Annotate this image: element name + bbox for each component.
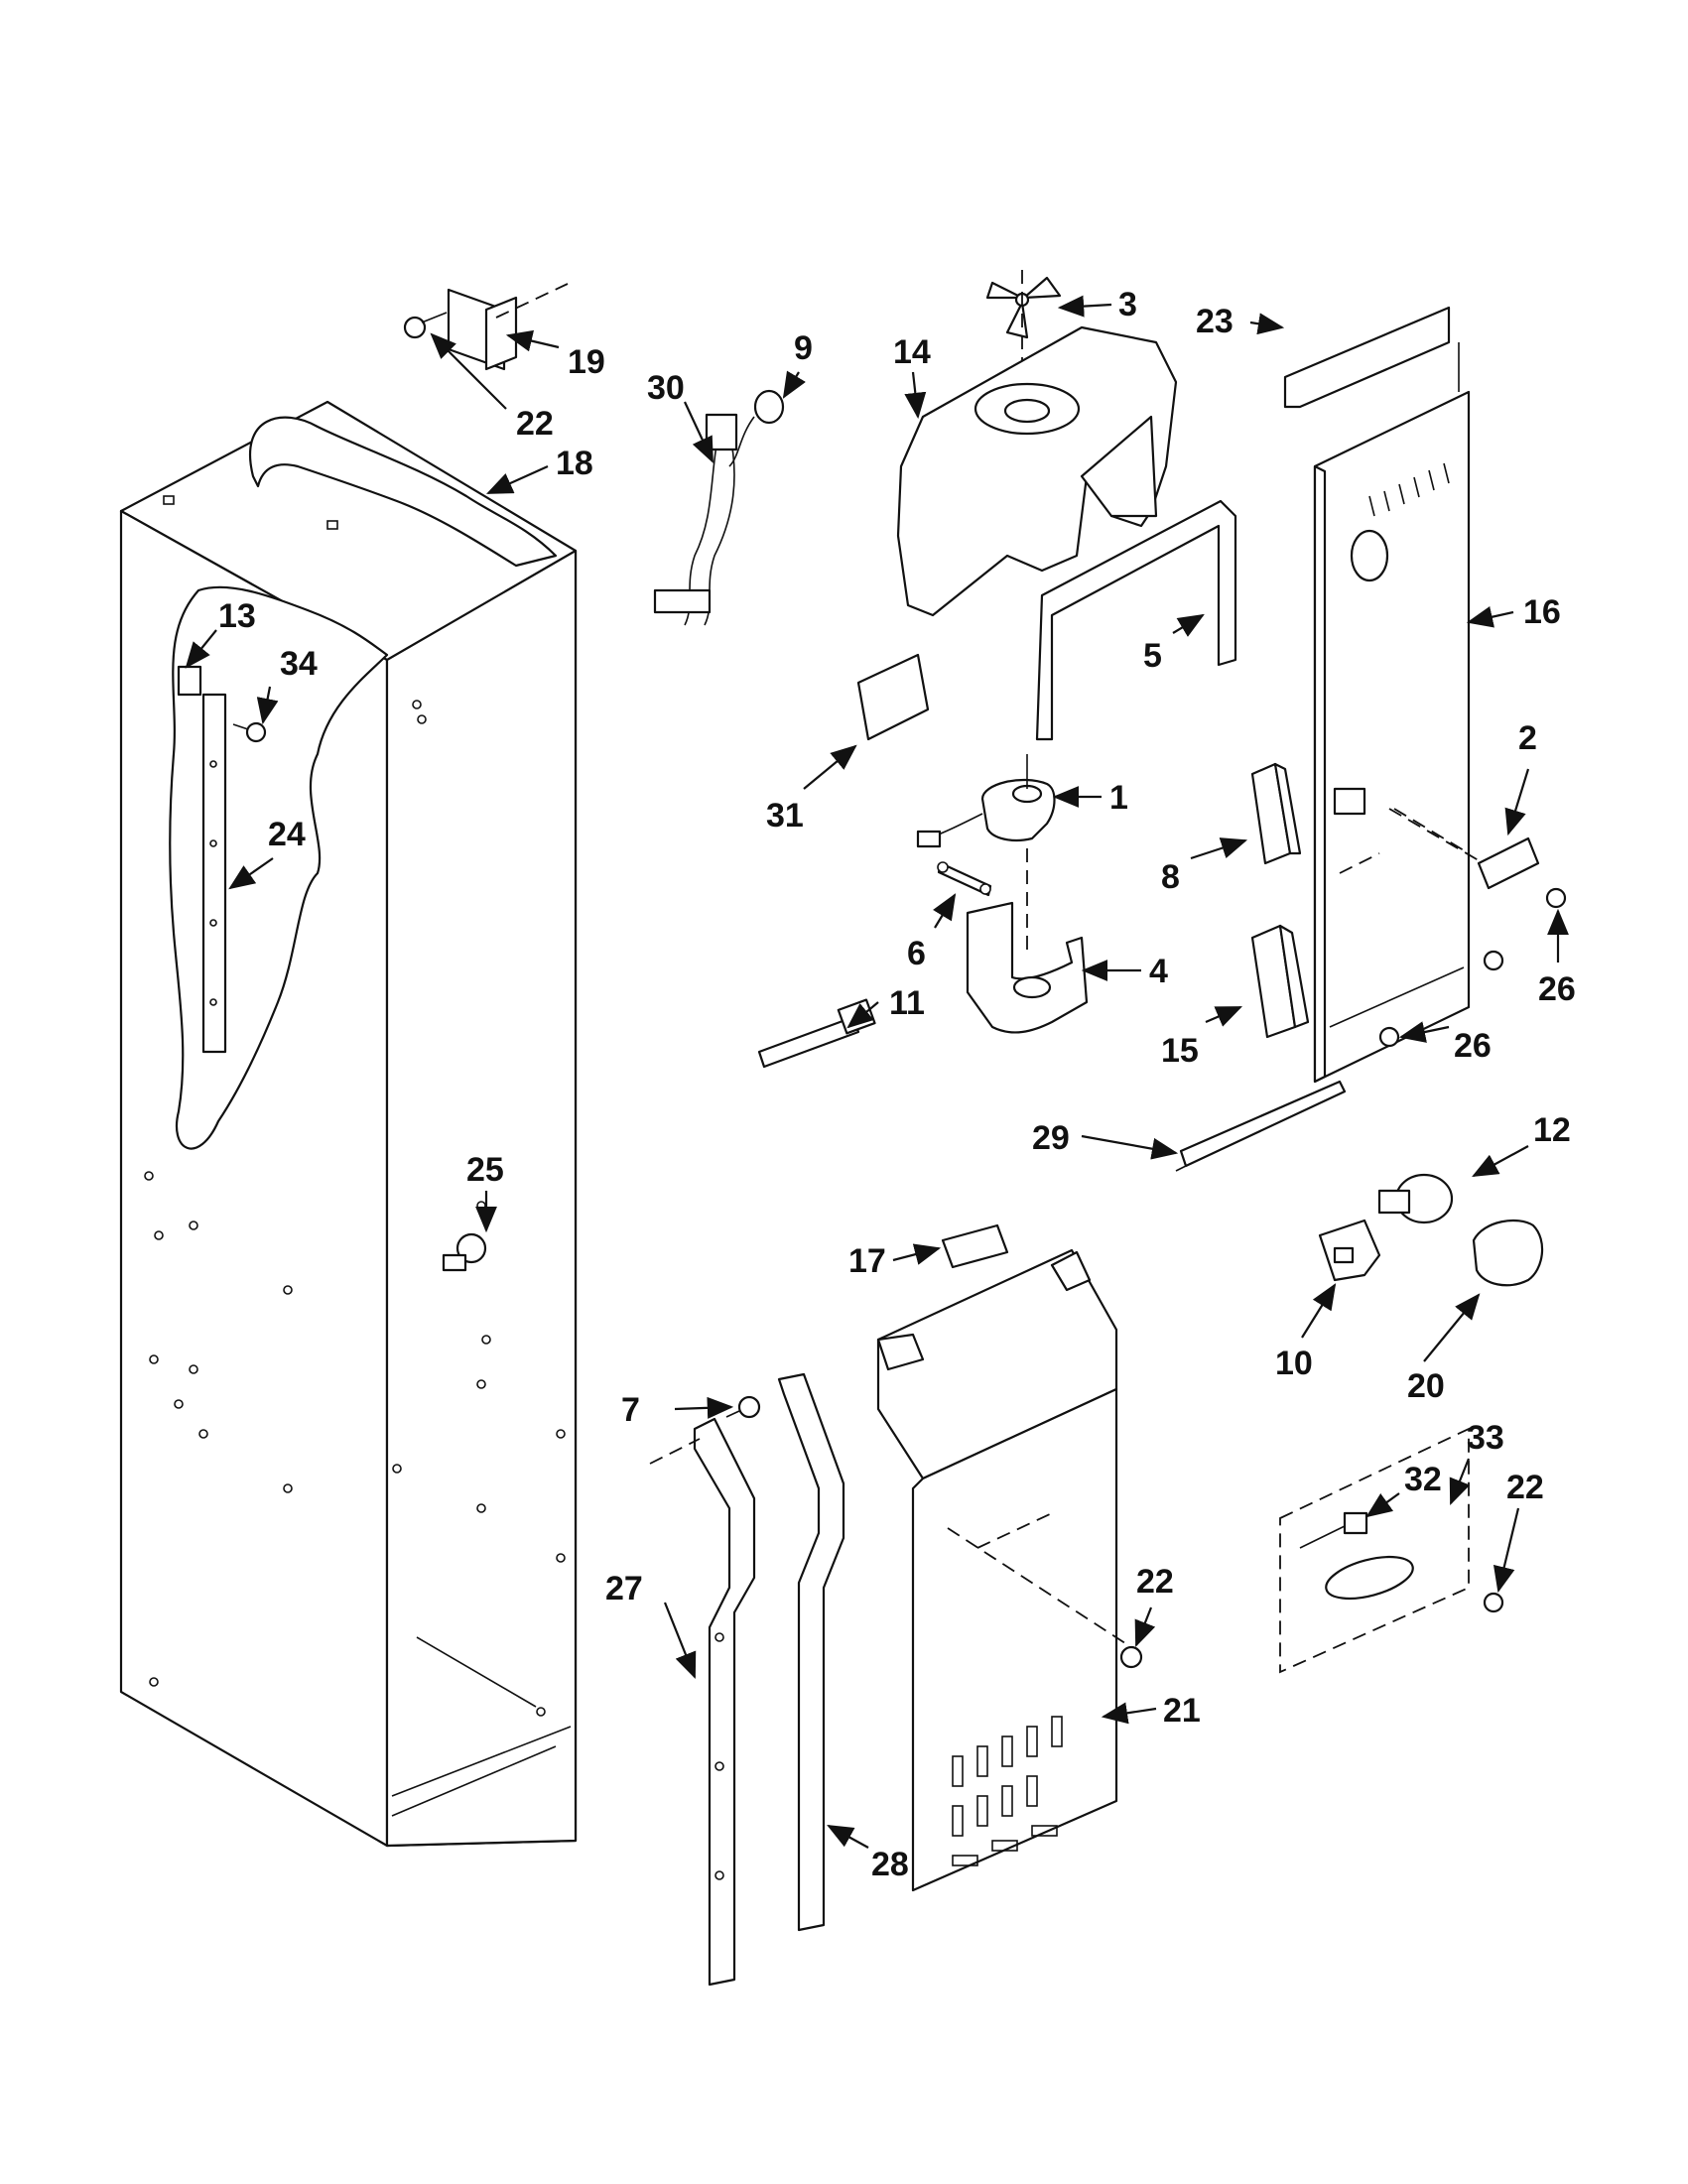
callout-20: 20 bbox=[1407, 1367, 1445, 1405]
part-29-channel bbox=[1175, 1080, 1347, 1172]
part-16-panel bbox=[1313, 342, 1471, 1084]
callout-11: 11 bbox=[889, 984, 925, 1022]
callout-21: 21 bbox=[1163, 1692, 1201, 1730]
part-14-fan-shroud bbox=[896, 325, 1178, 617]
callout-26-right: 26 bbox=[1538, 970, 1576, 1008]
callout-33: 33 bbox=[1467, 1419, 1504, 1457]
callout-25: 25 bbox=[466, 1151, 504, 1189]
callout-22-mid: 22 bbox=[1136, 1563, 1174, 1601]
callout-28: 28 bbox=[871, 1846, 909, 1883]
part-5-gasket bbox=[1035, 499, 1237, 741]
part-22-screw-top bbox=[403, 312, 448, 339]
callout-1: 1 bbox=[1109, 779, 1128, 817]
callout-27: 27 bbox=[605, 1570, 643, 1607]
callout-22-right: 22 bbox=[1506, 1469, 1544, 1506]
part-27-bracket-strip bbox=[649, 1417, 756, 1987]
callout-34: 34 bbox=[280, 645, 318, 683]
callout-7: 7 bbox=[621, 1391, 640, 1429]
callout-2: 2 bbox=[1518, 719, 1537, 757]
part-1-fan-motor bbox=[916, 754, 1056, 953]
part-12-bulb bbox=[1377, 1173, 1454, 1224]
part-28-gasket-strip bbox=[777, 1372, 845, 1932]
callout-13: 13 bbox=[218, 597, 256, 635]
part-25-bumper bbox=[442, 1232, 487, 1272]
callout-26-mid: 26 bbox=[1454, 1027, 1492, 1065]
part-34-screw bbox=[232, 721, 267, 743]
part-23-trim bbox=[1283, 306, 1451, 409]
part-33-control-assembly bbox=[1279, 1427, 1470, 1674]
part-9-grommet bbox=[728, 389, 785, 467]
part-13-bracket bbox=[177, 665, 202, 697]
callout-6: 6 bbox=[907, 935, 926, 972]
part-20-cover bbox=[1472, 1219, 1544, 1287]
callout-24: 24 bbox=[268, 816, 306, 853]
part-22-screw-right bbox=[1483, 1592, 1504, 1613]
part-22-screw-mid bbox=[1119, 1645, 1143, 1669]
part-8-bracket bbox=[1250, 762, 1302, 865]
callout-17: 17 bbox=[848, 1242, 886, 1280]
callout-5: 5 bbox=[1143, 637, 1162, 675]
callout-3: 3 bbox=[1118, 286, 1137, 323]
part-6-strap bbox=[937, 861, 992, 897]
callout-31: 31 bbox=[766, 797, 804, 835]
callout-16: 16 bbox=[1523, 593, 1561, 631]
part-26-screws bbox=[1378, 887, 1567, 1048]
part-21-cover-panel bbox=[876, 1248, 1132, 1892]
part-11-cable-tie bbox=[757, 998, 876, 1069]
callout-8: 8 bbox=[1161, 858, 1180, 896]
part-31-pad bbox=[856, 653, 930, 741]
callout-10: 10 bbox=[1275, 1345, 1313, 1382]
part-4-motor-bracket bbox=[966, 901, 1089, 1034]
callout-14: 14 bbox=[893, 333, 931, 371]
callout-22-top: 22 bbox=[516, 405, 554, 443]
part-32-switch bbox=[1299, 1511, 1414, 1601]
callout-labels: 1 2 3 4 5 6 7 8 9 10 11 12 13 14 15 16 1… bbox=[218, 286, 1576, 1883]
part-18-liner bbox=[119, 400, 578, 1848]
callout-32: 32 bbox=[1404, 1461, 1442, 1498]
callout-18: 18 bbox=[556, 445, 593, 482]
part-17-label bbox=[941, 1223, 1009, 1269]
callout-29: 29 bbox=[1032, 1119, 1070, 1157]
callout-12: 12 bbox=[1533, 1111, 1571, 1149]
part-30-harness bbox=[653, 413, 738, 626]
callout-19: 19 bbox=[568, 343, 605, 381]
part-2-clip bbox=[1388, 808, 1540, 890]
callout-30: 30 bbox=[647, 369, 685, 407]
part-3-fan-blade bbox=[985, 270, 1062, 397]
callout-15: 15 bbox=[1161, 1032, 1199, 1070]
part-19-bracket bbox=[447, 283, 569, 371]
part-10-socket bbox=[1318, 1219, 1381, 1282]
callout-4: 4 bbox=[1149, 953, 1168, 990]
part-15-bracket bbox=[1250, 924, 1310, 1039]
callout-leaders bbox=[185, 295, 1569, 1849]
callout-23: 23 bbox=[1196, 303, 1234, 340]
callout-9: 9 bbox=[794, 329, 813, 367]
